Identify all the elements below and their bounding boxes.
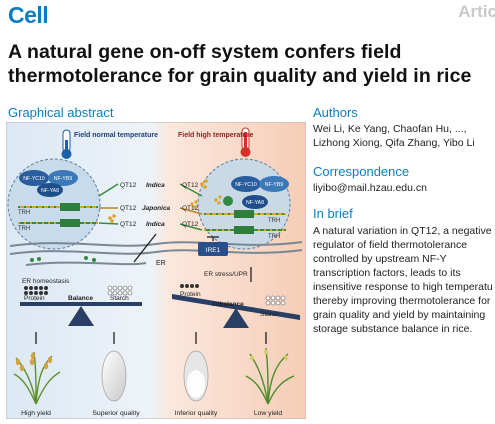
qt12-row1-left: QT12 xyxy=(120,182,137,189)
promoter-box-left-2 xyxy=(60,219,80,227)
qt12-row-2: QT12 Japonica QT12 xyxy=(120,205,199,212)
dna-strands-left xyxy=(18,206,98,224)
nf-yc10-right: NF-YC10 xyxy=(235,182,257,188)
correspondence-heading: Correspondence xyxy=(313,164,410,179)
arrow-right-row3 xyxy=(179,223,203,231)
qt12-row-3: QT12 Indica QT12 xyxy=(120,221,199,228)
arrow-left-row3 xyxy=(98,222,119,225)
qt12-row2-mid: Japonica xyxy=(142,205,171,212)
trh-label-left-bottom: TRH xyxy=(18,226,30,232)
in-brief-text: A natural variation in QT12, a negative … xyxy=(313,225,493,335)
graphical-abstract-svg: Field normal temperature Field high temp… xyxy=(5,121,307,420)
qt12-row2-right: QT12 xyxy=(182,205,199,212)
qt12-row3-mid: Indica xyxy=(146,221,165,228)
balance-scale-right xyxy=(172,284,300,328)
imbalance-label: Imbalance xyxy=(212,301,244,308)
graphical-abstract-heading: Graphical abstract xyxy=(8,105,114,120)
er-membrane xyxy=(9,241,303,266)
cold-thermometer-icon xyxy=(61,129,72,159)
journal-logo: Cell xyxy=(8,2,49,28)
promoter-box-right-1 xyxy=(234,210,254,218)
arrow-right-row1 xyxy=(179,183,203,197)
ire1-box xyxy=(198,242,228,256)
trh-label-left-top: TRH xyxy=(18,210,30,216)
protein-label-left: Protein xyxy=(24,295,45,302)
qt12-row2-left: QT12 xyxy=(120,205,137,212)
protein-label-right: Protein xyxy=(180,291,201,298)
qt12-row-1: QT12 Indica QT12 xyxy=(120,182,199,189)
authors-list: Wei Li, Ke Yang, Chaofan Hu, ..., Lizhon… xyxy=(313,123,475,149)
in-brief-heading: In brief xyxy=(313,206,353,221)
balance-label: Balance xyxy=(68,295,93,302)
nf-ya8-left: NF-YA8 xyxy=(41,188,59,194)
nf-yc10-left: NF-YC10 xyxy=(23,176,45,182)
outcome-low-yield: Low yield xyxy=(254,410,283,417)
graphical-abstract-figure: Field normal temperature Field high temp… xyxy=(5,121,307,420)
er-green-dots xyxy=(30,256,96,262)
hot-thermometer-icon xyxy=(240,127,251,157)
er-arrow xyxy=(133,233,157,263)
rice-panicles-left xyxy=(15,352,53,372)
starch-label-left: Starch xyxy=(110,295,129,302)
qt12-row3-right: QT12 xyxy=(182,221,199,228)
authors-heading: Authors xyxy=(313,105,358,120)
field-high-temp-label: Field high temperature xyxy=(178,132,254,139)
trh-label-right-bottom: TRH xyxy=(268,234,280,240)
ire1-label: IRE1 xyxy=(206,247,221,254)
nf-y-complex-right: NF-YC10 NF-YB9 NF-YA8 xyxy=(223,176,289,209)
correspondence-email[interactable]: liyibo@mail.hzau.edu.cn xyxy=(313,182,427,194)
balance-scale-left xyxy=(20,285,142,326)
promoter-box-right-2 xyxy=(234,226,254,234)
article-title: A natural gene on-off system confers fie… xyxy=(8,41,472,87)
nf-ya8-right: NF-YA8 xyxy=(246,200,264,206)
qt12-row3-left: QT12 xyxy=(120,221,137,228)
nf-y-complex-left: NF-YC10 NF-YB9 NF-YA8 xyxy=(19,170,78,197)
starch-label-right: Starch xyxy=(260,311,279,318)
nf-yb9-left: NF-YB9 xyxy=(54,176,73,182)
rice-grain-superior-icon xyxy=(101,350,127,402)
chalky-area-icon xyxy=(187,370,205,398)
outcome-arrows xyxy=(35,332,267,344)
arrow-right-row2 xyxy=(179,207,203,215)
nf-yb9-right: NF-YB9 xyxy=(265,182,284,188)
qt12-row1-mid: Indica xyxy=(146,182,165,189)
outcome-superior-quality: Superior quality xyxy=(92,410,140,417)
trh-label-right-top: TRH xyxy=(268,218,280,224)
promoter-box-left-1 xyxy=(60,203,80,211)
qt12-row1-right: QT12 xyxy=(182,182,199,189)
arrow-left-row1 xyxy=(98,183,119,197)
protein-dots xyxy=(108,179,222,223)
er-homeostasis-label: ER homeostasis xyxy=(22,278,70,285)
article-type-label: Artic xyxy=(458,2,495,21)
er-stress-label: ER stress/UPR xyxy=(204,271,248,278)
field-normal-temp-label: Field normal temperature xyxy=(74,132,158,139)
outcome-inferior-quality: Inferior quality xyxy=(175,410,218,417)
outcome-high-yield: High yield xyxy=(21,410,51,417)
er-label: ER xyxy=(156,260,166,267)
rice-panicles-right xyxy=(250,349,288,361)
